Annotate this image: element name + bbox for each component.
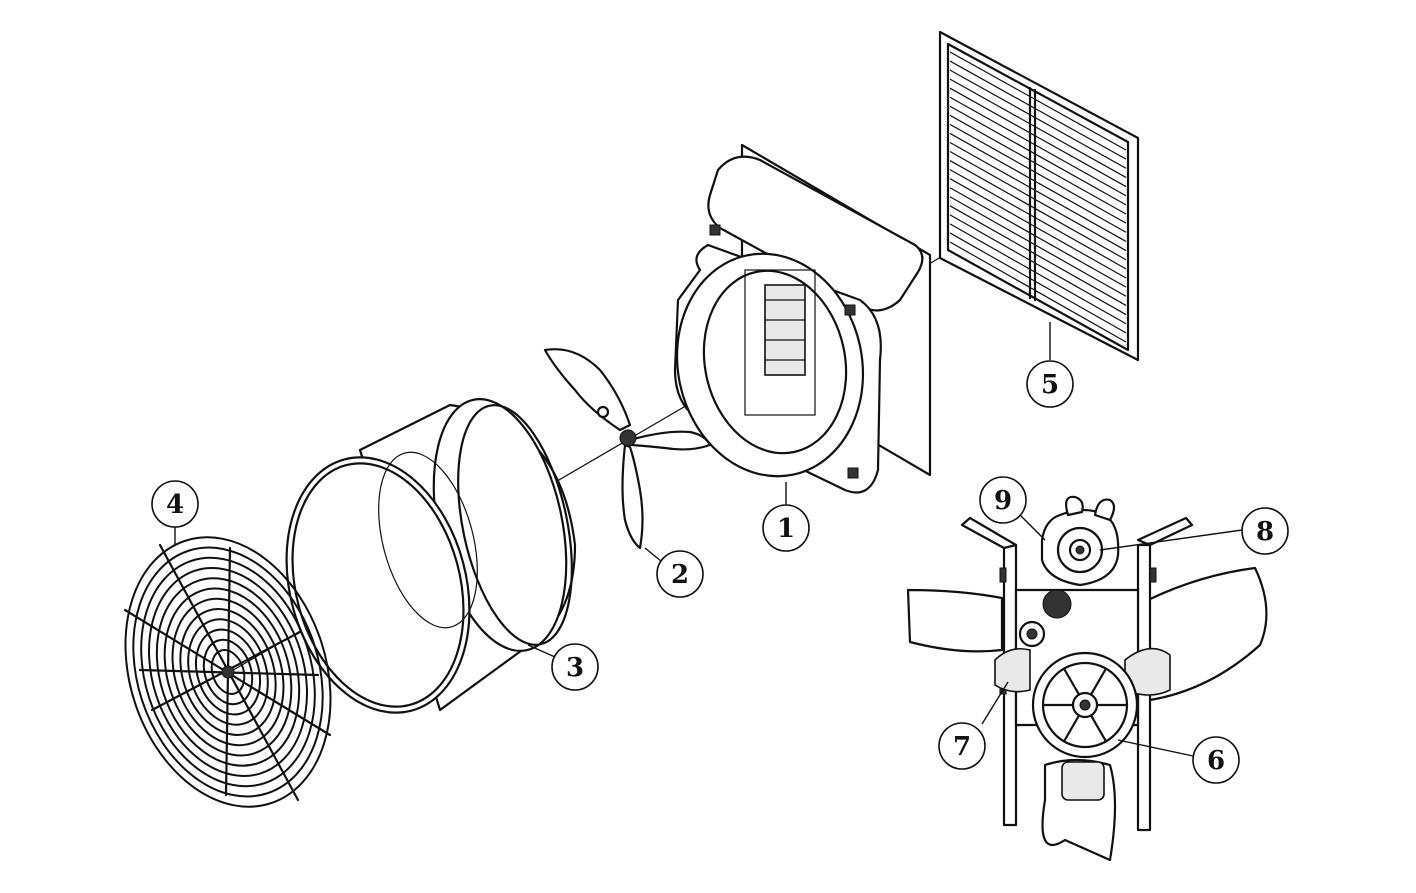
svg-text:1: 1 <box>777 514 795 544</box>
callout-2: 2 <box>656 550 704 598</box>
svg-text:7: 7 <box>953 732 971 762</box>
callout-1: 1 <box>762 504 810 552</box>
propeller <box>543 348 712 550</box>
front-guard <box>123 536 332 808</box>
callout-leaders <box>174 322 1243 757</box>
svg-text:8: 8 <box>1256 517 1274 547</box>
callout-3: 3 <box>551 643 599 691</box>
callout-8: 8 <box>1241 507 1289 555</box>
callout-9: 9 <box>979 476 1027 524</box>
svg-text:2: 2 <box>671 560 689 590</box>
fan-housing <box>673 143 932 494</box>
svg-text:9: 9 <box>994 486 1012 516</box>
svg-text:5: 5 <box>1041 370 1059 400</box>
drive-assembly-detail <box>906 495 1268 862</box>
callout-4: 4 <box>151 480 199 528</box>
svg-text:4: 4 <box>166 490 184 520</box>
svg-text:3: 3 <box>566 653 584 683</box>
callout-7: 7 <box>938 722 986 770</box>
callout-5: 5 <box>1026 360 1074 408</box>
callout-6: 6 <box>1192 736 1240 784</box>
venturi-cone <box>285 398 577 714</box>
svg-text:6: 6 <box>1207 746 1225 776</box>
louver-shutter <box>938 30 1140 362</box>
